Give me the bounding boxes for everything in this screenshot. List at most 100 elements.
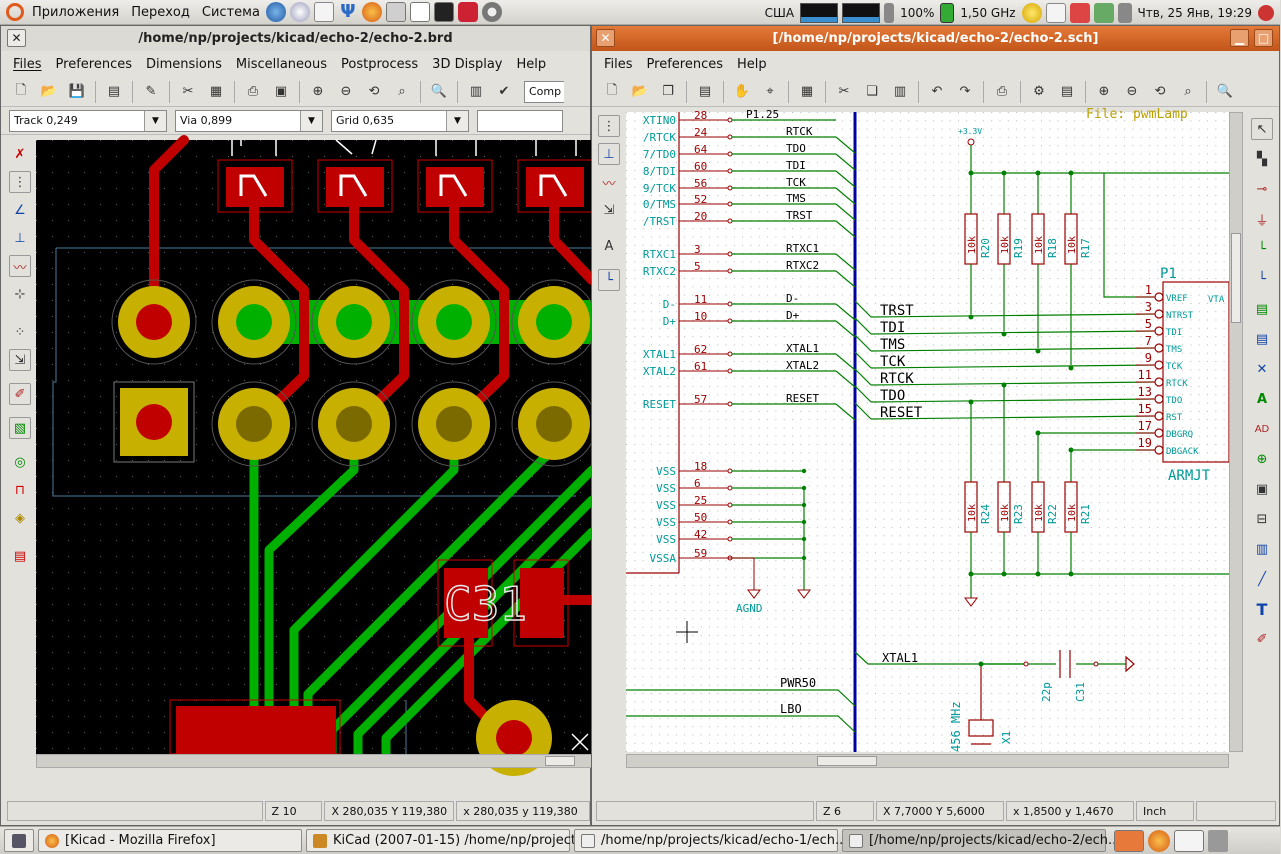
- open-icon[interactable]: 📂: [631, 84, 649, 99]
- psi-icon[interactable]: Ψ: [340, 1, 356, 22]
- trash-icon[interactable]: [1208, 829, 1228, 852]
- pcb-menu-miscellaneous[interactable]: Miscellaneous: [235, 56, 328, 72]
- maximize-icon[interactable]: □: [1254, 29, 1273, 47]
- cut-icon[interactable]: ✂: [838, 84, 850, 99]
- pcb-menu-3d-display[interactable]: 3D Display: [432, 56, 503, 72]
- mail-icon[interactable]: [313, 2, 334, 22]
- calculator-icon[interactable]: [385, 2, 406, 22]
- select-arrow-icon[interactable]: ↖: [1251, 118, 1273, 140]
- save-icon[interactable]: 💾: [68, 84, 86, 99]
- browser-icon[interactable]: [289, 2, 310, 22]
- bom-icon[interactable]: ▤: [1060, 84, 1074, 99]
- add-label-icon[interactable]: A: [1256, 391, 1268, 407]
- zoom-fit-icon[interactable]: ⌕: [398, 84, 406, 99]
- copy-icon[interactable]: ❏: [866, 84, 878, 99]
- wire-entry-icon[interactable]: ▤: [1255, 301, 1269, 317]
- drc-icon[interactable]: ✔: [498, 84, 510, 99]
- track-width-select[interactable]: Track 0,249▼: [9, 109, 167, 132]
- microwave-tools-icon[interactable]: ▤: [13, 548, 27, 564]
- module-ratsnest-icon[interactable]: ⇲: [9, 349, 31, 371]
- bulb-icon[interactable]: [1021, 2, 1042, 23]
- close-icon[interactable]: ✕: [7, 29, 26, 47]
- task-echo1[interactable]: /home/np/projects/kicad/echo-1/ech...: [574, 829, 847, 852]
- minimize-icon[interactable]: ▁: [1230, 29, 1249, 47]
- zone-display-icon[interactable]: ▧: [9, 417, 31, 439]
- ubuntu-logo-icon[interactable]: [6, 3, 24, 21]
- import-label-icon[interactable]: ⊟: [1256, 511, 1268, 527]
- new-schematic-icon[interactable]: 🗋: [606, 82, 618, 98]
- sch-titlebar[interactable]: ✕ [/home/np/projects/kicad/echo-2/echo-2…: [592, 26, 1279, 51]
- sch-vertical-scrollbar[interactable]: [1229, 112, 1243, 752]
- shutdown-icon[interactable]: [1258, 4, 1274, 21]
- netlist-icon[interactable]: ▥: [469, 84, 483, 99]
- ratsnest-icon[interactable]: ⁘: [14, 324, 26, 340]
- sch-menu-help[interactable]: Help: [737, 56, 767, 72]
- auto-delete-track-icon[interactable]: ✐: [9, 383, 31, 405]
- phone-icon[interactable]: [457, 2, 478, 22]
- pcb-menu-preferences[interactable]: Preferences: [55, 56, 132, 72]
- pcb-menu-help[interactable]: Help: [516, 56, 547, 72]
- task-firefox[interactable]: [Kicad - Mozilla Firefox]: [38, 829, 302, 852]
- volume-icon[interactable]: [1117, 2, 1132, 23]
- new-board-icon[interactable]: 🗋: [15, 82, 27, 98]
- grid-select[interactable]: Grid 0,635▼: [331, 109, 469, 132]
- delete-item-icon[interactable]: ✐: [1256, 631, 1268, 647]
- pcb-menu-postprocess[interactable]: Postprocess: [341, 56, 419, 72]
- terminal-icon[interactable]: [433, 2, 454, 22]
- pad-sketch-icon[interactable]: ◎: [14, 454, 26, 470]
- via-size-select[interactable]: Via 0,899▼: [175, 109, 323, 132]
- add-line-icon[interactable]: ╱: [1258, 571, 1266, 587]
- open-icon[interactable]: 📂: [40, 84, 58, 99]
- save-all-icon[interactable]: ❐: [662, 84, 674, 99]
- plot-icon[interactable]: ▣: [274, 84, 288, 99]
- globe-icon[interactable]: [265, 2, 286, 22]
- keyboard-layout[interactable]: США: [764, 5, 795, 20]
- workspace-2-icon[interactable]: [1174, 829, 1204, 852]
- add-pin-sheet-icon[interactable]: ▥: [1255, 541, 1269, 557]
- paste-icon[interactable]: ▥: [893, 84, 907, 99]
- library-editor-icon[interactable]: ✋: [733, 84, 751, 99]
- text-editor-icon[interactable]: [409, 2, 430, 22]
- pcb-horizontal-scrollbar[interactable]: [36, 754, 592, 768]
- drc-off-icon[interactable]: ✗: [14, 146, 26, 162]
- find-icon[interactable]: 🔍: [430, 84, 448, 99]
- add-component-icon[interactable]: ⊸: [1256, 181, 1268, 197]
- layer-select[interactable]: [477, 109, 563, 132]
- sch-horizontal-scrollbar[interactable]: [626, 754, 1229, 768]
- show-desktop-button[interactable]: [4, 829, 34, 852]
- pcb-canvas[interactable]: C31: [36, 135, 597, 776]
- comp-field[interactable]: Comp: [524, 80, 564, 103]
- cpu-frequency[interactable]: 1,50 GHz: [960, 5, 1016, 20]
- page-settings-icon[interactable]: ▤: [698, 84, 712, 99]
- units-mm-icon[interactable]: 〰: [9, 255, 31, 277]
- menu-applications[interactable]: Приложения: [32, 4, 120, 20]
- battery-percent[interactable]: 100%: [900, 5, 935, 20]
- cursor-shape-icon[interactable]: ⇲: [603, 202, 615, 218]
- redo-icon[interactable]: ↷: [959, 84, 971, 99]
- units-mm-icon[interactable]: 〰: [602, 176, 616, 192]
- bus-entry-icon[interactable]: ▤: [1255, 331, 1269, 347]
- close-icon[interactable]: ✕: [596, 29, 615, 47]
- mail-notify-icon[interactable]: [1045, 2, 1066, 23]
- add-sheet-icon[interactable]: ▣: [1255, 481, 1269, 497]
- grid-toggle-icon[interactable]: ⋮: [598, 115, 620, 137]
- hierarchy-icon[interactable]: ▦: [800, 84, 814, 99]
- clock[interactable]: Чтв, 25 Янв, 19:29: [1137, 5, 1252, 20]
- no-connect-icon[interactable]: ✕: [1256, 361, 1268, 377]
- redraw-icon[interactable]: ⟲: [368, 84, 380, 99]
- pcb-menu-dimensions[interactable]: Dimensions: [146, 56, 222, 72]
- polar-coords-icon[interactable]: ∠: [14, 202, 26, 218]
- zoom-out-icon[interactable]: ⊖: [340, 84, 352, 99]
- netlist-icon[interactable]: ⚙: [1033, 84, 1045, 99]
- zoom-fit-icon[interactable]: ⌕: [1184, 84, 1192, 99]
- sch-menu-files[interactable]: Files: [604, 56, 633, 72]
- add-bus-icon[interactable]: └: [1258, 271, 1266, 287]
- module-editor-icon[interactable]: ✎: [145, 84, 157, 99]
- library-browser-icon[interactable]: ⌖: [766, 84, 774, 99]
- add-wire-icon[interactable]: └: [1258, 241, 1266, 257]
- page-settings-icon[interactable]: ▤: [107, 84, 121, 99]
- wire-angle-icon[interactable]: └: [598, 269, 620, 291]
- cursor-shape-icon[interactable]: ⊹: [14, 286, 26, 302]
- update-icon[interactable]: [1069, 2, 1090, 23]
